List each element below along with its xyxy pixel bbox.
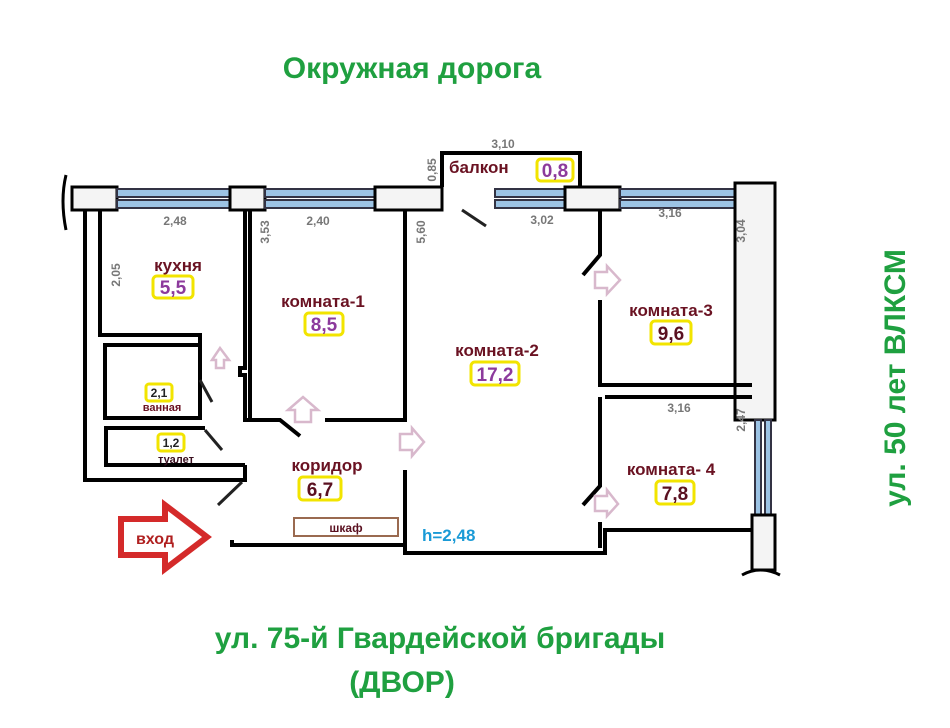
dim-room2-h: 5,60: [414, 220, 428, 244]
room-2: комната-2 17,2: [455, 341, 539, 387]
closet: [293, 517, 399, 537]
dim-room3-w: 3,16: [658, 206, 682, 220]
room4-area: 7,8: [662, 484, 688, 505]
dim-room1-w: 2,40: [306, 214, 330, 228]
dim-kitchen-h: 2,05: [109, 263, 123, 287]
closet-label: шкаф: [329, 521, 363, 535]
room-balcony: балкон 0,8: [449, 157, 575, 183]
entrance-label: вход: [136, 531, 174, 548]
balcony-area: 0,8: [542, 161, 568, 182]
room-1: комната-1 8,5: [281, 292, 365, 337]
bath-area: 2,1: [151, 386, 168, 400]
room-3: комната-3 9,6: [629, 301, 713, 346]
toilet-area: 1,2: [163, 436, 180, 450]
dim-room2-w: 3,02: [530, 213, 554, 227]
room1-area: 8,5: [311, 315, 338, 336]
dim-room4-w: 3,16: [667, 401, 691, 415]
room2-label: комната-2: [455, 341, 539, 360]
street-right: ул. 50 лет ВЛКСМ: [879, 249, 912, 507]
room1-label: комната-1: [281, 292, 365, 311]
kitchen-area: 5,5: [160, 278, 187, 299]
room4-label: комната- 4: [627, 460, 716, 479]
dim-balcony-h: 0,85: [425, 158, 439, 182]
room-toilet: 1,2 туалет: [156, 432, 195, 466]
dim-room1-h: 3,53: [258, 220, 272, 244]
street-bottom-yard: (ДВОР): [349, 666, 455, 699]
bath-label: ванная: [143, 402, 182, 414]
flow-arrows: [209, 262, 622, 520]
toilet-label: туалет: [158, 454, 195, 466]
dim-kitchen-w: 2,48: [163, 214, 187, 228]
outer-walls: [61, 151, 781, 577]
kitchen-label: кухня: [154, 256, 202, 275]
room3-label: комната-3: [629, 301, 713, 320]
room-kitchen: кухня 5,5: [151, 256, 202, 300]
dim-balcony-w: 3,10: [491, 137, 515, 151]
room-bath: 2,1 ванная: [143, 382, 182, 414]
street-bottom: ул. 75-й Гвардейской бригады: [215, 622, 665, 655]
corridor-area: 6,7: [307, 480, 333, 501]
balcony-label: балкон: [449, 158, 509, 177]
dimensions: 2,48 2,05 2,40 3,53 5,60 3,02 3,10 0,85 …: [109, 137, 748, 432]
corridor-label: коридор: [291, 456, 362, 475]
street-top: Окружная дорога: [283, 52, 542, 85]
dim-room4-h: 2,47: [734, 408, 748, 432]
entrance-arrow: вход: [118, 498, 212, 576]
room-corridor: коридор 6,7: [291, 456, 363, 502]
ceiling-height: h=2,48: [422, 526, 475, 545]
room3-area: 9,6: [658, 324, 684, 345]
room-4: комната- 4 7,8: [627, 460, 716, 506]
dim-room3-h: 3,04: [734, 219, 748, 243]
room2-area: 17,2: [477, 365, 514, 386]
